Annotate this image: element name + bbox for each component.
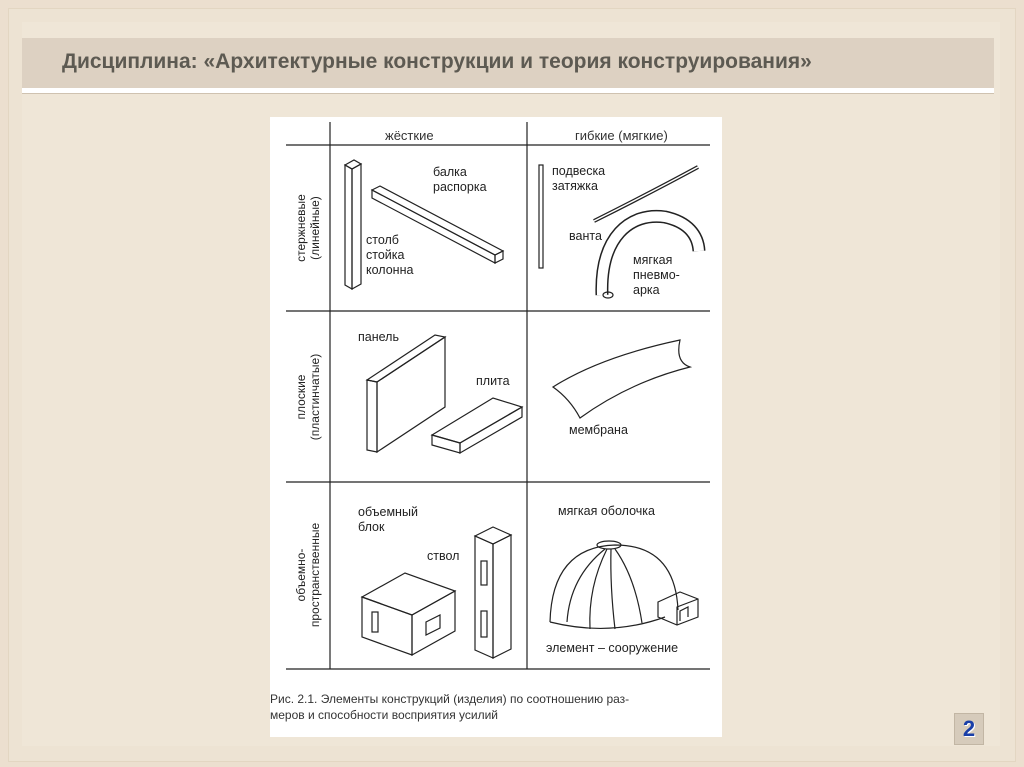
post-drawing: [343, 159, 363, 291]
figure-caption: Рис. 2.1. Элементы конструкций (изделия)…: [270, 692, 630, 722]
page-number: 2: [954, 713, 984, 745]
row-header-planar: плоские(пластинчатые): [294, 353, 322, 441]
dome-drawing: [549, 540, 699, 630]
panel-drawing: [365, 334, 447, 454]
label-soft-shell: мягкая оболочка: [558, 504, 655, 518]
slab-drawing: [430, 397, 524, 455]
label-cable: ванта: [569, 229, 602, 243]
membrane-drawing: [551, 339, 693, 419]
shaft-drawing: [473, 526, 513, 659]
pneumatic-arch-drawing: [595, 209, 706, 299]
column-header-rigid: жёсткие: [385, 128, 434, 143]
label-shaft: ствол: [427, 549, 460, 563]
title-bar: Дисциплина: «Архитектурные конструкции и…: [22, 38, 994, 93]
page-title: Дисциплина: «Архитектурные конструкции и…: [62, 50, 812, 73]
figure-drawing: [286, 122, 710, 670]
column-header-flexible: гибкие (мягкие): [575, 128, 668, 143]
label-membrane: мембрана: [569, 423, 628, 437]
volume-block-drawing: [360, 572, 457, 657]
rod-drawing: [538, 164, 544, 269]
row-header-spatial: объемно-пространственные: [294, 522, 322, 628]
figure-classification: жёсткие гибкие (мягкие) стержневые(линей…: [270, 117, 722, 737]
beam-drawing: [370, 185, 505, 264]
label-panel: панель: [358, 330, 399, 344]
label-element-structure: элемент – сооружение: [546, 641, 679, 655]
row-header-linear: стержневые(линейные): [294, 194, 322, 262]
label-slab: плита: [476, 374, 510, 388]
